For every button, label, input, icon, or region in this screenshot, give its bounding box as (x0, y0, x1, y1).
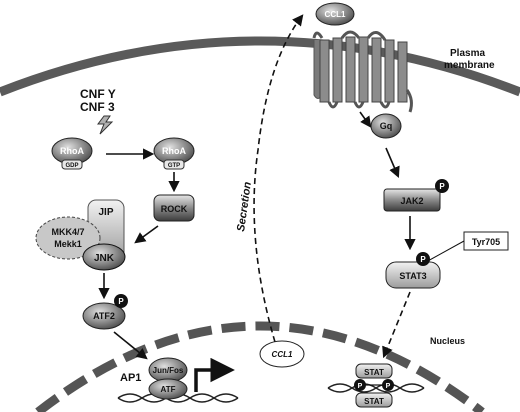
plasma-membrane (0, 36, 520, 97)
stat-dimer-phospho-right-label: P (386, 383, 391, 390)
jak2-label: JAK2 (400, 196, 423, 206)
stat-dimer-phospho-left (354, 379, 366, 391)
stat-dimer-top (355, 363, 393, 379)
secretion-path (253, 14, 304, 343)
atf2 (82, 302, 126, 330)
rhoa-gdp-label: RhoA (60, 146, 84, 156)
cnf-3-label: CNF 3 (80, 100, 115, 114)
mekk-label: Mekk1 (54, 239, 82, 249)
stat-dimer-phospho-right (382, 379, 394, 391)
gtp-tag (163, 159, 185, 170)
jun-fos-label: Jun/Fos (153, 366, 184, 375)
ccl1-transcript-label: CCL1 (272, 350, 293, 359)
plasma-membrane-label-2: membrane (444, 60, 495, 71)
jak2-phospho-label: P (439, 182, 445, 191)
gdp-tag (61, 159, 83, 170)
gq-label: Gq (380, 121, 393, 131)
ccl1-secreted (315, 2, 355, 26)
gtp-label: GTP (168, 163, 180, 169)
lightning-icon (97, 115, 114, 135)
jnk (82, 243, 126, 271)
gpcr-receptor (312, 30, 413, 113)
atf (148, 378, 188, 400)
jak2-box (383, 188, 441, 212)
cnf-y-label: CNF Y (80, 87, 116, 101)
atf-label: ATF (161, 385, 176, 394)
jnk-label: JNK (94, 253, 115, 264)
ap1-label: AP1 (120, 372, 141, 384)
stat-dimer-top-label: STAT (364, 368, 384, 377)
plasma-membrane-label-1: Plasma (450, 48, 485, 59)
stat3-box (385, 261, 441, 289)
atf2-label: ATF2 (93, 311, 115, 321)
gdp-label: GDP (65, 163, 78, 169)
arrow-atf2-ap1 (113, 331, 148, 360)
arrow-stat3-nucleus (382, 291, 411, 359)
arrow-rock-jnk (134, 225, 159, 244)
rock-box (153, 194, 195, 222)
dna-right (327, 383, 425, 393)
rhoa-gtp-label: RhoA (162, 146, 186, 156)
secretion-label: Secretion (235, 181, 254, 233)
stat3-phospho-label: P (420, 255, 426, 264)
ccl1-secreted-label: CCL1 (325, 10, 346, 19)
transcription-arrow (194, 357, 235, 392)
stat-dimer-bottom-label: STAT (364, 397, 384, 406)
tyr705-connector (425, 240, 465, 263)
mkk-mekk-complex (35, 216, 101, 260)
stat3-label: STAT3 (399, 271, 426, 281)
mkk-label: MKK4/7 (51, 227, 84, 237)
arrow-gq-jak2 (385, 147, 400, 179)
atf2-phospho-label: P (118, 297, 124, 306)
stat3-phospho (416, 252, 430, 266)
jip-label: JIP (98, 207, 113, 218)
rock-label: ROCK (161, 204, 188, 214)
ccl1-transcript (259, 340, 305, 368)
stat-dimer-phospho-left-label: P (358, 383, 363, 390)
stat-dimer-bottom (355, 392, 393, 408)
atf2-phospho (114, 294, 128, 308)
nucleus-label: Nucleus (430, 336, 465, 346)
arrow-receptor-gq (359, 111, 372, 128)
tyr705-label: Tyr705 (472, 237, 500, 247)
jak2-phospho (435, 179, 449, 193)
nuclear-membrane (35, 321, 485, 412)
